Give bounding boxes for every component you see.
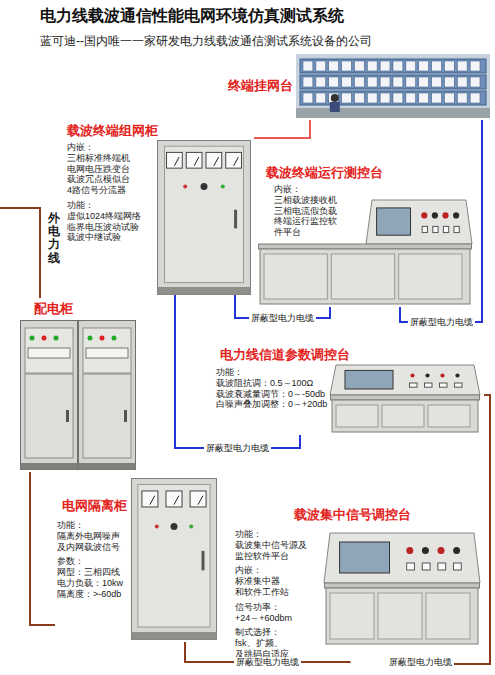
equipment-description: 功能： 载波集中信号源及 监控软件平台 xyxy=(235,529,307,561)
text-line: 载波衰减量调节：0～-50db xyxy=(216,389,327,400)
text-line: 隔离度：>-60db xyxy=(57,589,123,600)
power-cable xyxy=(30,472,55,625)
text-line: 载波终端运行测控台 xyxy=(266,165,383,181)
equipment-heading: 电网隔离柜 xyxy=(62,498,127,514)
power-cable xyxy=(420,395,490,664)
text-line: 和软件工作站 xyxy=(235,587,289,598)
equipment-picture xyxy=(296,54,490,118)
text-line: 终端运行监控软 xyxy=(274,216,337,227)
equipment-description: 功能： 载波阻抗调：0.5～100Ω 载波衰减量调节：0～-50db 白噪声叠加… xyxy=(216,367,327,410)
text-line: 载波阻抗调：0.5～100Ω xyxy=(216,378,327,389)
equipment-picture xyxy=(20,320,136,470)
text-line: 参数： xyxy=(57,556,123,567)
text-line: 监控软件平台 xyxy=(235,551,307,562)
equipment-description: 功能： 虚似1024终端网络 临界电压波动试验 载波中继试验 xyxy=(67,200,141,243)
equipment-node: 配电柜 xyxy=(18,300,138,472)
text-line: 载波集中信号调控台 xyxy=(294,507,411,523)
subtitle-note: 蓝可迪--国内唯一一家研发电力线载波通信测试系统设备的公司 xyxy=(40,33,372,50)
text-line: 电力线信道参数调控台 xyxy=(220,347,350,363)
equipment-node: 载波终端组网柜内嵌： 三相标准终端机 电网电压跌变台 载波冗点模似台 4路信号分… xyxy=(64,120,254,295)
text-line: 终端挂网台 xyxy=(228,78,293,94)
text-line: 电力负载：10kw xyxy=(57,578,123,589)
text-line: 配电柜 xyxy=(34,301,73,317)
text-line: 三相电流假负载 xyxy=(274,206,337,217)
text-line: 电网电压跌变台 xyxy=(67,164,130,175)
cable-label: 屏蔽型电力电缆 xyxy=(249,313,316,324)
text-line: 信号功率： xyxy=(235,602,292,613)
cable-label: 屏蔽型电力电缆 xyxy=(234,657,301,668)
text-line: 功能： xyxy=(57,520,120,531)
text-line: +24～+60dbm xyxy=(235,613,292,624)
text-line: 隔离外电网噪声 xyxy=(57,531,120,542)
equipment-picture xyxy=(131,478,217,640)
equipment-description: 制式选择： fsk、扩频、 及跳码自适应 xyxy=(235,627,289,659)
text-line: 载波中继试验 xyxy=(67,232,141,243)
text-line: 功能： xyxy=(216,367,327,378)
equipment-node: 电网隔离柜功能： 隔离外电网噪声 及内网载波信号参数： 网型：三相四线 电力负载… xyxy=(55,476,218,642)
equipment-node: 电力线信道参数调控台功能： 载波阻抗调：0.5～100Ω 载波衰减量调节：0～-… xyxy=(212,345,484,435)
equipment-picture xyxy=(258,200,472,305)
equipment-heading: 载波终端组网柜 xyxy=(67,123,158,139)
equipment-picture xyxy=(324,533,480,645)
equipment-heading: 电力线信道参数调控台 xyxy=(220,347,350,363)
equipment-heading: 终端挂网台 xyxy=(228,78,293,94)
equipment-description: 信号功率： +24～+60dbm xyxy=(235,602,292,624)
text-line: 载波集中信号源及 xyxy=(235,540,307,551)
text-line: 电网隔离柜 xyxy=(62,498,127,514)
diagram-title: 电力线载波通信性能电网环境仿真测试系统 xyxy=(40,6,344,27)
text-line: 标准集中器 xyxy=(235,576,289,587)
text-line: 临界电压波动试验 xyxy=(67,222,141,233)
text-line: 及内网载波信号 xyxy=(57,542,120,553)
power-cable xyxy=(254,120,310,138)
equipment-node: 终端挂网台 xyxy=(226,52,492,120)
text-line: 件平台 xyxy=(274,227,337,238)
equipment-node: 载波终端运行测控台内嵌： 三相载波接收机 三相电流假负载 终端运行监控软 件平台 xyxy=(256,162,474,307)
text-line: 内嵌： xyxy=(235,565,289,576)
equipment-heading: 载波集中信号调控台 xyxy=(294,507,411,523)
text-line: 功能： xyxy=(67,200,141,211)
equipment-description: 功能： 隔离外电网噪声 及内网载波信号 xyxy=(57,520,120,552)
text-line: 内嵌： xyxy=(67,142,130,153)
text-line: 三相标准终端机 xyxy=(67,153,130,164)
equipment-picture xyxy=(330,365,480,433)
equipment-heading: 配电柜 xyxy=(34,301,73,317)
equipment-picture xyxy=(157,140,251,295)
text-line: 虚似1024终端网络 xyxy=(67,211,141,222)
equipment-node: 载波集中信号调控台功能： 载波集中信号源及 监控软件平台内嵌： 标准集中器 和软… xyxy=(232,505,484,662)
external-power-line xyxy=(0,208,40,298)
text-line: 载波冗点模似台 xyxy=(67,174,130,185)
equipment-description: 内嵌： 三相标准终端机 电网电压跌变台 载波冗点模似台 4路信号分流器 xyxy=(67,142,130,196)
text-line: 内嵌： xyxy=(274,184,337,195)
text-line: 白噪声叠加调整：0～+20db xyxy=(216,399,327,410)
equipment-description: 内嵌： 标准集中器 和软件工作站 xyxy=(235,565,289,597)
text-line: 制式选择： xyxy=(235,627,289,638)
text-line: 4路信号分流器 xyxy=(67,185,130,196)
cable-label: 屏蔽型电力电缆 xyxy=(204,443,271,454)
equipment-description: 内嵌： 三相载波接收机 三相电流假负载 终端运行监控软 件平台 xyxy=(274,184,337,238)
equipment-heading: 载波终端运行测控台 xyxy=(266,165,383,181)
cable-label: 屏蔽型电力电缆 xyxy=(408,317,475,328)
equipment-description: 参数： 网型：三相四线 电力负载：10kw 隔离度：>-60db xyxy=(57,556,123,599)
text-line: 载波终端组网柜 xyxy=(67,123,158,139)
text-line: 功能： xyxy=(235,529,307,540)
text-line: 网型：三相四线 xyxy=(57,567,123,578)
power-line-label: 外电力线 xyxy=(48,212,60,265)
text-line: 三相载波接收机 xyxy=(274,195,337,206)
cable-label: 屏蔽型电力电缆 xyxy=(387,657,454,668)
text-line: fsk、扩频、 xyxy=(235,638,289,649)
